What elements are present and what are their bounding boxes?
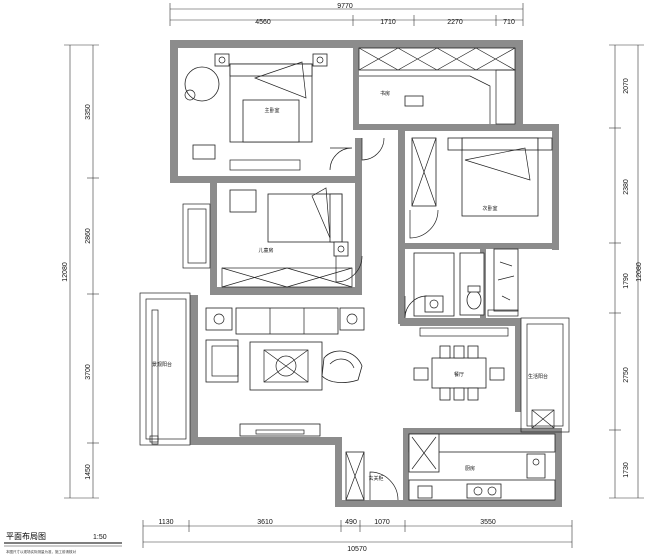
dim-left-seg-2: 2860 bbox=[85, 228, 92, 244]
dim-bottom-seg-1: 1130 bbox=[158, 519, 173, 526]
study-label: 书房 bbox=[380, 90, 390, 97]
lounge-chair bbox=[184, 66, 220, 102]
dim-right-seg-1: 2070 bbox=[623, 78, 630, 94]
study-room: 书房 bbox=[358, 47, 516, 125]
kitchen: 厨房 bbox=[408, 433, 556, 501]
bathroom bbox=[413, 248, 519, 317]
master-nightstand-left bbox=[214, 53, 230, 67]
dim-top-seg-3: 2270 bbox=[447, 19, 463, 26]
door-swings bbox=[361, 137, 428, 319]
balcony-frames bbox=[139, 203, 570, 446]
title-block: 平面布局图 1:50 本图尺寸以现场实际测量为准，施工前请核对 bbox=[4, 531, 122, 554]
dimension-top: 9770 4560 1710 2270 710 bbox=[169, 3, 524, 26]
dim-left-total: 12080 bbox=[62, 262, 69, 282]
utility-balcony-label: 生活阳台 bbox=[528, 373, 548, 380]
armchair bbox=[205, 339, 239, 383]
drawing-title: 平面布局图 bbox=[6, 531, 46, 541]
dimension-right: 2070 2380 1790 2750 1730 12080 bbox=[609, 44, 644, 499]
second-bedroom: 次卧室 bbox=[409, 137, 553, 239]
dining-label: 餐厅 bbox=[454, 371, 464, 378]
sofa-back bbox=[235, 307, 339, 335]
third-bedroom-label: 儿童房 bbox=[258, 247, 273, 254]
entrance: 玄关柜 bbox=[345, 451, 399, 501]
study-chair bbox=[404, 95, 424, 107]
balcony-label: 景观阳台 bbox=[152, 361, 172, 368]
dining-table bbox=[431, 357, 487, 389]
master-bedroom: 主卧室 bbox=[184, 53, 353, 171]
dim-right-seg-5: 1730 bbox=[623, 462, 630, 478]
dimension-left: 12080 3350 2860 3700 1450 bbox=[62, 44, 99, 499]
lounge-chair-living bbox=[321, 350, 363, 384]
drawing-note: 本图尺寸以现场实际测量为准，施工前请核对 bbox=[6, 549, 76, 554]
dim-bottom-seg-2: 3610 bbox=[257, 519, 273, 526]
dim-right-seg-4: 2750 bbox=[623, 367, 630, 383]
master-bedroom-label: 主卧室 bbox=[264, 107, 279, 114]
dining-area: 餐厅 生活阳台 bbox=[413, 327, 548, 401]
drawing-scale: 1:50 bbox=[93, 534, 107, 541]
second-bedroom-label: 次卧室 bbox=[482, 205, 497, 212]
walls bbox=[170, 40, 562, 507]
dim-bottom-seg-5: 3550 bbox=[480, 519, 496, 526]
third-bedroom: 儿童房 bbox=[221, 187, 363, 288]
dim-right-seg-2: 2380 bbox=[623, 179, 630, 195]
dim-bottom-total: 10570 bbox=[347, 546, 367, 553]
dim-right-seg-3: 1790 bbox=[623, 273, 630, 289]
living-room: 景观阳台 bbox=[149, 307, 365, 445]
dimension-bottom: 1130 3610 490 1070 3550 10570 bbox=[142, 519, 573, 553]
dim-bottom-seg-4: 1070 bbox=[374, 519, 390, 526]
kitchen-label: 厨房 bbox=[465, 465, 475, 472]
dim-left-seg-1: 3350 bbox=[85, 104, 92, 120]
master-nightstand-right bbox=[312, 53, 328, 67]
shoe-cabinet-label: 玄关柜 bbox=[368, 475, 383, 482]
dim-left-seg-4: 1450 bbox=[85, 464, 92, 480]
dim-left-seg-3: 3700 bbox=[85, 364, 92, 380]
dim-right-total: 12080 bbox=[636, 262, 643, 282]
dim-top-seg-4: 710 bbox=[503, 19, 515, 26]
dim-bottom-seg-3: 490 bbox=[345, 519, 357, 526]
dim-top-seg-2: 1710 bbox=[380, 19, 396, 26]
dim-top-total: 9770 bbox=[337, 3, 353, 10]
dim-top-seg-1: 4560 bbox=[255, 19, 271, 26]
